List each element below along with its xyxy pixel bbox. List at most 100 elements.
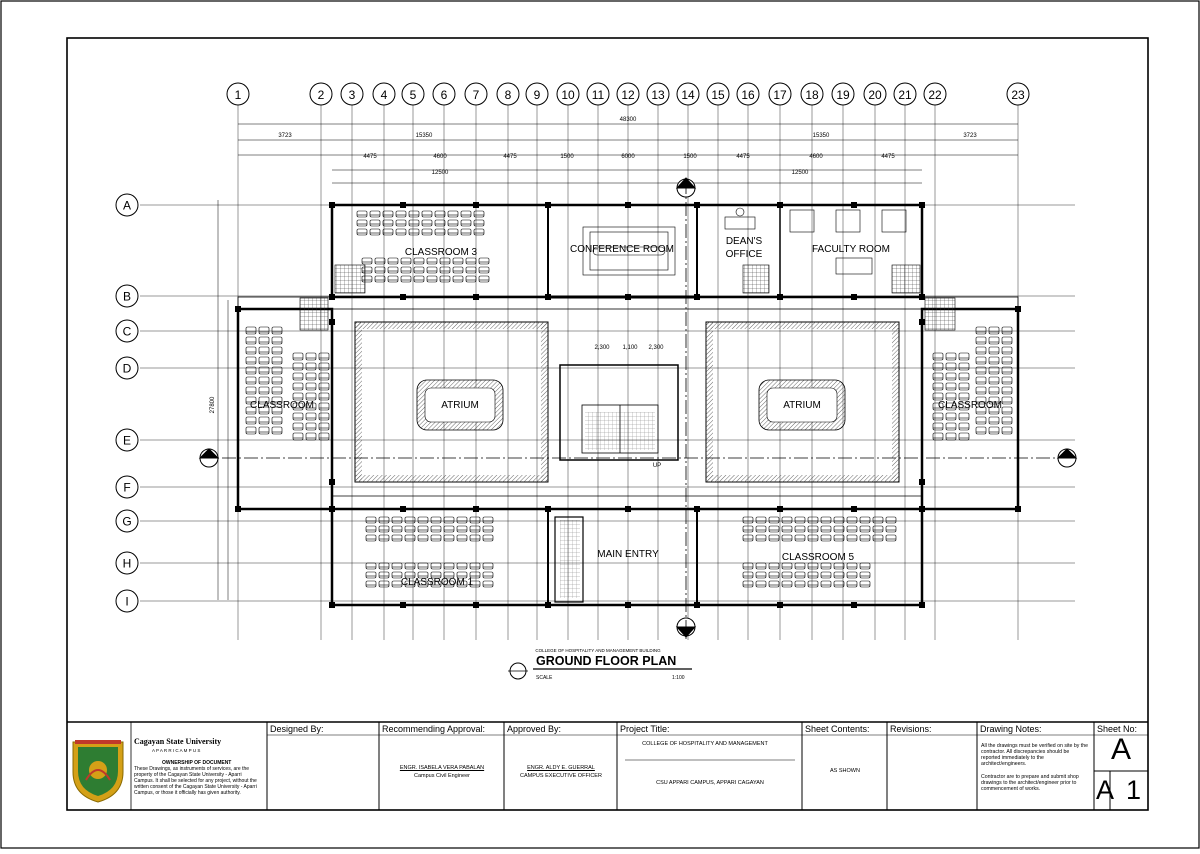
plan-title-text: GROUND FLOOR PLAN xyxy=(536,654,676,668)
project-title-label: Project Title: xyxy=(620,724,670,734)
grid-bubble-4 xyxy=(372,82,396,106)
grid-label-col: 10 xyxy=(561,88,575,102)
grid-label-col: 12 xyxy=(621,88,635,102)
label-classroom-3: CLASSROOM 3 xyxy=(405,247,478,258)
grid-bubble-18 xyxy=(800,82,824,106)
svg-text:2,300: 2,300 xyxy=(594,345,610,351)
grid-bubble-D xyxy=(115,356,139,380)
sheet-number: A 1 xyxy=(1096,775,1145,805)
grid-bubble-1 xyxy=(226,82,250,106)
grid-bubble-A xyxy=(115,193,139,217)
label-classroom-1: CLASSROOM 1 xyxy=(401,577,474,588)
grid-label-row: H xyxy=(123,557,132,571)
approved-name: ENGR. ALDY E. GUERRAL xyxy=(527,765,595,771)
svg-text:1500: 1500 xyxy=(683,154,697,160)
grid-bubble-17 xyxy=(768,82,792,106)
grid-label-col: 23 xyxy=(1011,88,1025,102)
svg-text:15350: 15350 xyxy=(813,133,830,139)
plan-caption: COLLEGE OF HOSPITALITY AND MANAGEMENT BU… xyxy=(535,648,661,653)
office-furniture xyxy=(724,207,907,275)
svg-text:4475: 4475 xyxy=(881,154,895,160)
grid-label-row: C xyxy=(123,325,132,339)
label-main-entry: MAIN ENTRY xyxy=(597,549,659,560)
title-block-lines xyxy=(67,721,1148,810)
university-logo xyxy=(72,740,124,803)
grid-bubble-B xyxy=(115,284,139,308)
grid-label-col: 21 xyxy=(898,88,912,102)
grid-label-col: 19 xyxy=(836,88,850,102)
label-conference-room: CONFERENCE ROOM xyxy=(570,244,674,255)
grid-label-col: 7 xyxy=(473,88,480,102)
grid-bubble-20 xyxy=(863,82,887,106)
grid-label-row: I xyxy=(125,595,128,609)
grid-bubble-5 xyxy=(401,82,425,106)
grid-bubble-2 xyxy=(309,82,333,106)
scale-value: 1:100 xyxy=(672,675,685,681)
grid-bubble-15 xyxy=(706,82,730,106)
label-deans-office-2: OFFICE xyxy=(726,249,763,260)
svg-text:3723: 3723 xyxy=(278,133,292,139)
grid-bubble-13 xyxy=(646,82,670,106)
svg-text:1500: 1500 xyxy=(560,154,574,160)
svg-text:12500: 12500 xyxy=(792,170,809,176)
plan-title: COLLEGE OF HOSPITALITY AND MANAGEMENT BU… xyxy=(508,648,692,681)
sheet-contents-value: AS SHOWN xyxy=(830,768,860,774)
grid-label-col: 22 xyxy=(928,88,942,102)
grid-label-col: 5 xyxy=(410,88,417,102)
grid-label-col: 20 xyxy=(868,88,882,102)
project-name: COLLEGE OF HOSPITALITY AND MANAGEMENT xyxy=(642,741,768,747)
svg-text:4475: 4475 xyxy=(736,154,750,160)
grid-bubble-I xyxy=(115,589,139,613)
recommending-label: Recommending Approval: xyxy=(382,724,486,734)
approved-title: CAMPUS EXECUTIVE OFFICER xyxy=(520,773,602,779)
grid-bubble-3 xyxy=(340,82,364,106)
grid-label-col: 13 xyxy=(651,88,665,102)
grid-label-col: 2 xyxy=(318,88,325,102)
grid-label-col: 6 xyxy=(441,88,448,102)
drawing-note-1: All the drawings must be verified on sit… xyxy=(981,743,1088,767)
svg-text:3723: 3723 xyxy=(963,133,977,139)
grid-label-col: 4 xyxy=(381,88,388,102)
conference-table xyxy=(582,226,676,276)
svg-text:4600: 4600 xyxy=(809,154,823,160)
drawing-frame xyxy=(66,37,1149,811)
grid-label-col: 17 xyxy=(773,88,787,102)
grid-label-col: 9 xyxy=(534,88,541,102)
grid-label-col: 11 xyxy=(592,88,605,102)
scale-label: SCALE xyxy=(536,675,553,681)
svg-text:6000: 6000 xyxy=(621,154,635,160)
grid-label-row: D xyxy=(123,362,132,376)
label-deans-office-1: DEAN'S xyxy=(726,236,763,247)
label-faculty-room: FACULTY ROOM xyxy=(812,244,890,255)
grid-label-col: 3 xyxy=(349,88,356,102)
label-classroom-right: CLASSROOM xyxy=(938,400,1002,411)
recommending-name: ENGR. ISABELA VERA PABALAN xyxy=(399,765,485,771)
grid-label-col: 16 xyxy=(741,88,755,102)
svg-text:4600: 4600 xyxy=(433,154,447,160)
grid-label-row: G xyxy=(122,515,131,529)
drawing-note-2: Contractor are to prepare and submit sho… xyxy=(981,774,1079,792)
revisions-label: Revisions: xyxy=(890,724,932,734)
grid-bubble-C xyxy=(115,319,139,343)
svg-text:12500: 12500 xyxy=(432,170,449,176)
label-up: UP xyxy=(653,463,661,469)
grid-bubble-9 xyxy=(525,82,549,106)
grid-label-col: 8 xyxy=(505,88,512,102)
grid-label-col: 1 xyxy=(235,88,242,102)
svg-text:2,300: 2,300 xyxy=(648,345,664,351)
svg-text:15350: 15350 xyxy=(416,133,433,139)
court-hatching xyxy=(299,264,956,598)
grid-bubble-E xyxy=(115,428,139,452)
ownership-heading: OWNERSHIP OF DOCUMENT xyxy=(162,760,232,766)
grid-bubble-G xyxy=(115,509,139,533)
ownership-notice: These Drawings, as instruments of servic… xyxy=(134,766,257,796)
university-campus: A P A R R I C A M P U S xyxy=(152,748,201,753)
grid-bubble-19 xyxy=(831,82,855,106)
grid-bubble-F xyxy=(115,475,139,499)
svg-text:1,100: 1,100 xyxy=(622,345,638,351)
grid-label-row: B xyxy=(123,290,131,304)
designed-by-label: Designed By: xyxy=(270,724,324,734)
